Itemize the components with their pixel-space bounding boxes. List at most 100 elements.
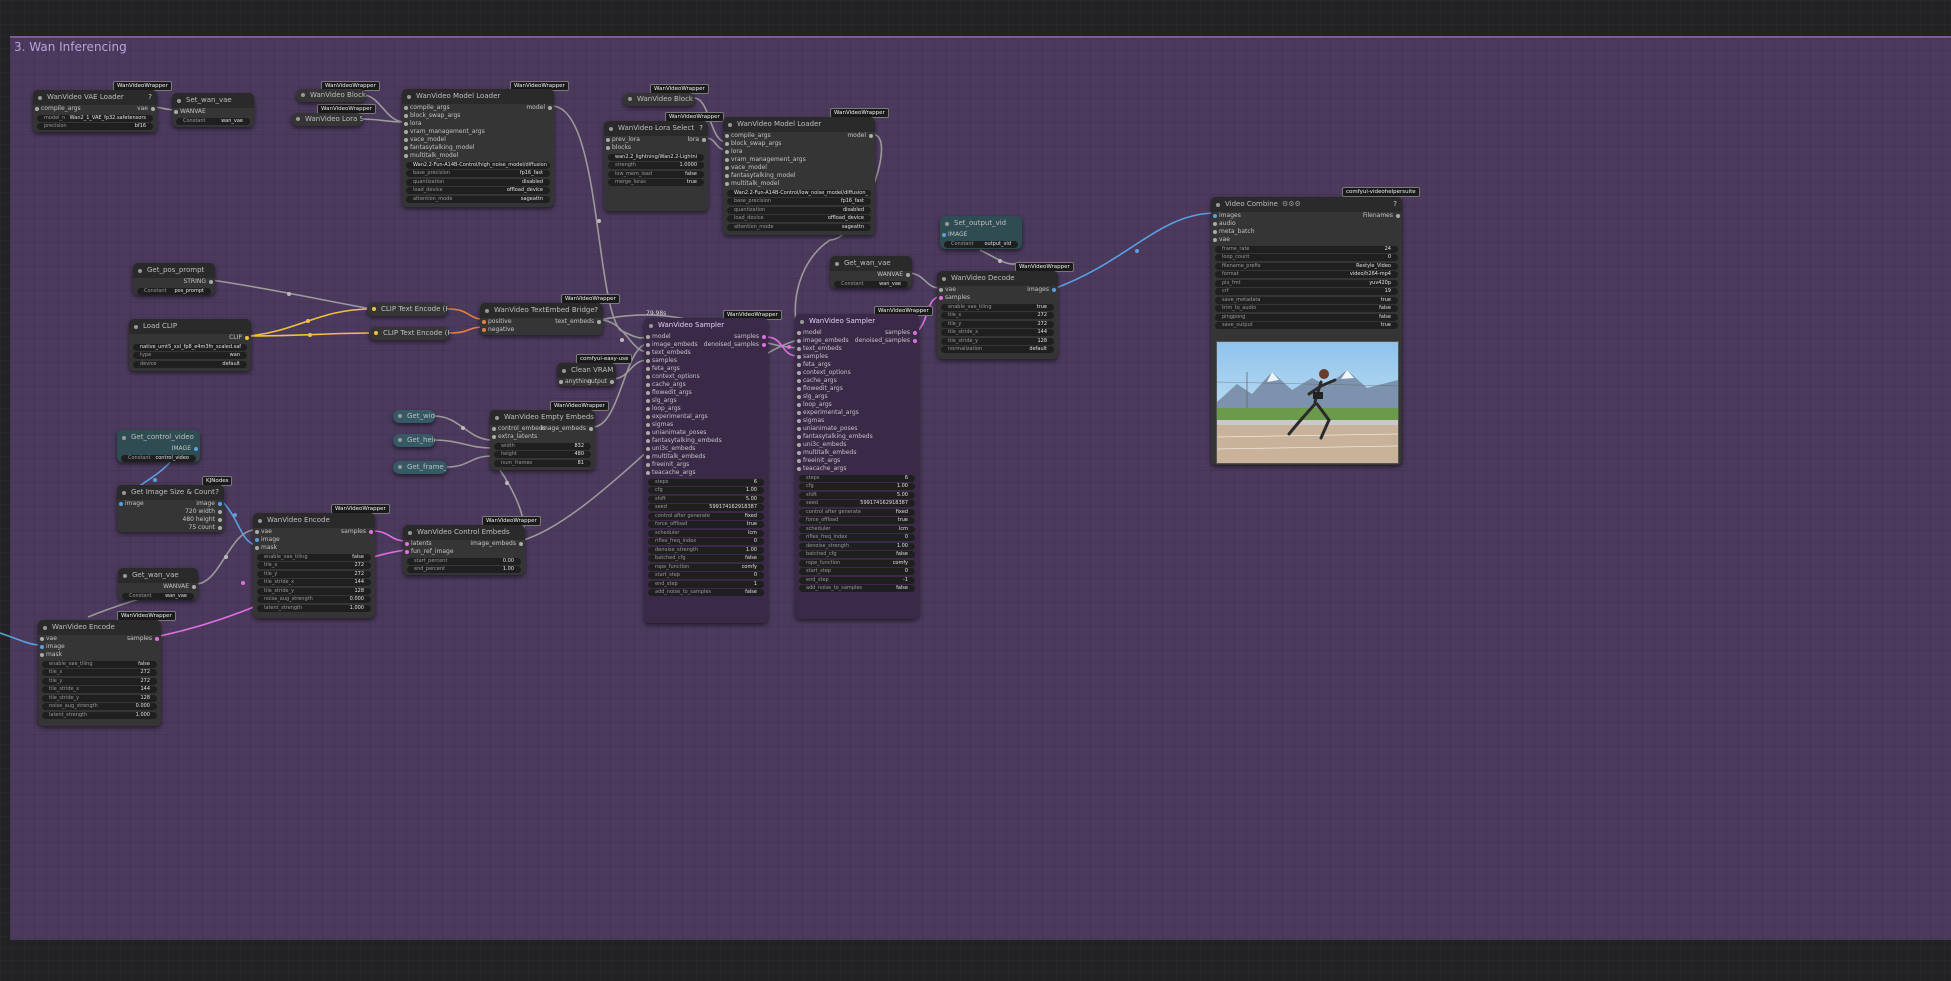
node-block-swap-1[interactable]: WanVideo Block Swap [296,89,366,102]
node-block-swap-2[interactable]: WanVideo Block Swap [623,93,695,106]
model-widget[interactable]: Wan2.2-Fun-A14B-Control/high_noise_model… [406,161,550,169]
node-clip-text-encode-1[interactable]: CLIP Text Encode (Pr [367,303,448,316]
node-get-width[interactable]: Get_width [393,410,435,423]
lora-widget[interactable]: wan2.2_lightning/Wan2.2-Lightni [608,153,704,161]
node-clip-text-encode-2[interactable]: CLIP Text Encode (Pr [369,327,450,340]
model-widget[interactable]: Wan2.2-Fun-A14B-Control/low_noise_model/… [727,189,871,197]
node-title[interactable]: WanVideo VAE Loader? [33,90,157,105]
node-get-frame-count[interactable]: Get_frame_count [393,461,447,474]
wan-inferencing-group[interactable]: 3. Wan Inferencing [10,36,1951,940]
node-lora-select-1[interactable]: WanVideo Lora Select [291,113,363,126]
node-load-clip[interactable]: Load CLIP CLIP native_umt5_xxl_fp8_e4m3f… [129,319,251,371]
end-step-widget[interactable]: end_step-1 [799,576,915,584]
node-get-height[interactable]: Get_height [393,434,435,447]
